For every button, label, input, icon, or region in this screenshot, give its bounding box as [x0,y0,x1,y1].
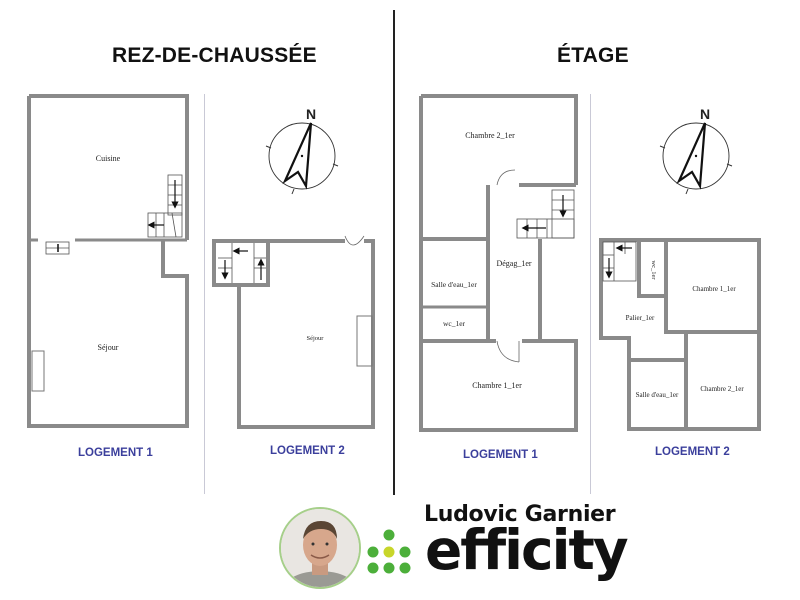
room-label: Salle d'eau_1er [431,280,477,289]
agent-avatar [279,507,361,589]
svg-text:N: N [306,106,316,122]
room-label: Dégag_1er [496,259,531,268]
unit-label-ground-1: LOGEMENT 1 [78,447,153,459]
plan-upper-unit2 [599,238,761,431]
plan-ground-unit1 [27,94,189,428]
agent-name: Ludovic Garnier [424,502,616,527]
window-ground-unit1 [31,350,45,392]
north-arrow-icon: N [659,106,733,195]
window-ground-unit2 [356,315,373,367]
plan-upper-unit1 [419,94,578,432]
north-arrow-icon: N [265,106,339,195]
stairs-ground-unit2 [218,235,365,283]
room-label: Chambre 2_1er [700,385,744,393]
room-label: Chambre 2_1er [465,131,515,140]
room-label: Séjour [98,343,119,352]
agent-photo [281,509,359,587]
stairs-ground-unit1 [45,174,183,255]
plan-ground-unit2 [212,239,375,429]
unit-divider-upper [590,94,591,494]
upper-floor-title: ÉTAGE [557,44,629,67]
stairs-upper-unit2 [602,241,637,282]
unit-label-upper-1: LOGEMENT 1 [463,449,538,461]
floor-plans: Cuisine Séjour Séjour [27,94,761,432]
stairs-upper-unit1 [496,169,575,363]
room-label: Salle d'eau_1er [636,391,679,399]
room-label: wc_1er [650,260,657,280]
floor-divider [393,10,395,495]
room-label: Séjour [307,335,325,342]
room-label: Chambre 1_1er [472,381,522,390]
unit-label-upper-2: LOGEMENT 2 [655,446,730,458]
room-label: Chambre 1_1er [692,285,736,293]
svg-text:N: N [700,106,710,122]
ground-floor-title: REZ-DE-CHAUSSÉE [112,44,317,67]
unit-label-ground-2: LOGEMENT 2 [270,445,345,457]
room-label: Cuisine [96,154,121,163]
unit-divider-ground [204,94,205,494]
efficity-dots-icon [367,529,411,574]
room-label: wc_1er [443,319,466,328]
room-label: Palier_1er [626,314,655,322]
brand-logo-text: efficity [425,518,629,582]
